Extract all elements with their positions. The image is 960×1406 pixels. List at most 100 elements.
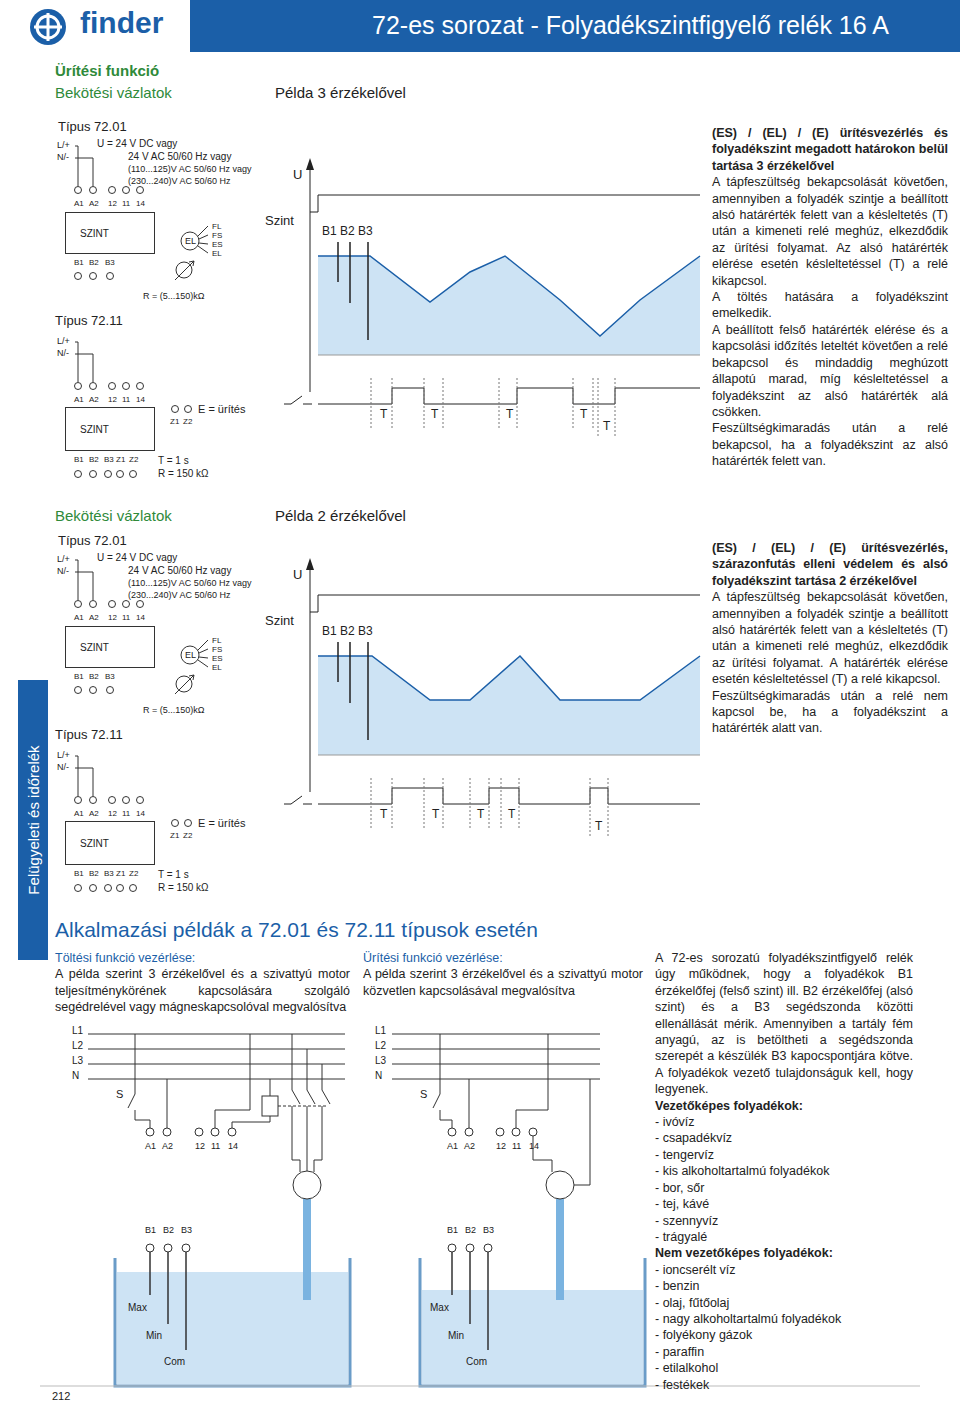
drawing-polygon [318, 656, 700, 755]
drawing-circle [90, 383, 97, 390]
diagram-label: B3 [104, 869, 114, 878]
diagram-label: 12 [496, 1141, 506, 1151]
diagram-label: 11 [122, 809, 130, 818]
list-heading: Nem vezetőképes folyadékok: [655, 1245, 913, 1261]
drawing-path [371, 778, 608, 836]
diagram-label: A1 [74, 613, 84, 622]
list-item: - szennyvíz [655, 1213, 913, 1229]
drawing-circle [176, 262, 192, 278]
drawing-circle [146, 1244, 154, 1252]
diagram-label: EL [185, 650, 196, 660]
relay-box: SZINT [65, 407, 155, 451]
page-title: 72-es sorozat - Folyadékszintfigyelő rel… [372, 11, 889, 40]
body-paragraph: A 72-es sorozatú folyadékszintfigyelő re… [655, 950, 913, 1098]
drawing-path [338, 242, 368, 340]
subheading: Ürítési funkció vezérlése: [363, 950, 643, 966]
diagram-label: 11 [211, 1141, 220, 1151]
drawing-circle [293, 1171, 321, 1199]
tab-text: Felügyeleti és időrelék [25, 745, 42, 894]
diagram-label: S [420, 1088, 427, 1101]
drawing-circle [182, 1244, 190, 1252]
drawing-circle [123, 187, 130, 194]
drawing-path [420, 1258, 645, 1386]
drawing-circle [107, 273, 114, 280]
list-item: - benzin [655, 1278, 913, 1294]
diagram-label: B3 [181, 1225, 192, 1235]
body-paragraph: A tápfeszültség bekapcsolását követően, … [712, 174, 948, 289]
drawing-rect [422, 1290, 643, 1384]
diagram-label: Z1 [116, 455, 125, 464]
diagram-label: L3 [72, 1055, 83, 1067]
drawing-path [318, 355, 700, 356]
diagram-label: T [506, 408, 513, 422]
diagram-label: Max [430, 1302, 449, 1314]
diagram-label: A2 [89, 613, 99, 622]
diagram-label: T [380, 808, 387, 822]
drawing-rect [117, 1272, 348, 1384]
diagram-label: Max [128, 1302, 147, 1314]
drawing-path [34, 13, 62, 41]
diagram-label: N/- [57, 152, 69, 162]
drawing-circle [512, 1128, 520, 1136]
drawing-path [270, 1079, 271, 1096]
drawing-circle [137, 187, 144, 194]
drawing-circle [195, 1128, 203, 1136]
diagram-label: L/+ [57, 336, 70, 346]
drawing-circle [172, 406, 179, 413]
diagram-label: U [293, 568, 302, 583]
drawing-g [88, 1034, 350, 1386]
drawing-circle [529, 1128, 537, 1136]
drawing-circle [185, 406, 192, 413]
list-item: - paraffin [655, 1344, 913, 1360]
diagram-label: Z2 [183, 417, 192, 426]
drawing-circle [163, 1128, 171, 1136]
diagram-label: 11 [122, 613, 130, 622]
list-item: - ivóvíz [655, 1114, 913, 1130]
diagram-label: ES [212, 240, 223, 249]
diagram-label: FS [212, 231, 222, 240]
drawing-g [146, 1128, 236, 1252]
diagram-label: Z1 [170, 417, 179, 426]
body-paragraph: A példa szerint 3 érzékelővel és a sziva… [363, 966, 643, 999]
drawing-path [75, 342, 93, 382]
relay-box: SZINT [65, 626, 155, 668]
diagram-label: B1 [145, 1225, 156, 1235]
drawing-g [392, 1034, 645, 1386]
diagram-label: 11 [122, 395, 130, 404]
drawing-path [433, 1034, 452, 1128]
drawing-circle [90, 471, 97, 478]
diagram-label: B2 [163, 1225, 174, 1235]
diagram-label: L1 [72, 1025, 83, 1037]
drawing-path [310, 566, 311, 792]
diagram-label: N/- [57, 566, 69, 576]
drawing-path [284, 796, 312, 804]
drawing-path [310, 166, 311, 392]
drawing-circle [90, 273, 97, 280]
drawing-circle [75, 273, 82, 280]
drawing-circle [75, 383, 82, 390]
drawing-circle [130, 471, 137, 478]
diagram-label: 12 [195, 1141, 205, 1151]
drawing-circle [109, 383, 116, 390]
drawing-path [278, 1106, 326, 1107]
diagram-label: B3 [483, 1225, 494, 1235]
diagram-label: FL [212, 222, 221, 231]
diagram-label: N/- [57, 348, 69, 358]
diagram-label: E = ürítés [198, 817, 245, 830]
list-item: - csapadékvíz [655, 1130, 913, 1146]
diagram-label: A2 [89, 809, 99, 818]
diagram-label: (110...125)V AC 50/60 Hz vagy [128, 578, 251, 588]
diagram-label: L2 [375, 1040, 386, 1052]
diagram-label: B1 [74, 455, 84, 464]
drawing-path [392, 1034, 600, 1079]
box-text: SZINT [80, 838, 109, 849]
diagram-label: 12 [108, 809, 117, 818]
diagram-label: 212 [52, 1390, 70, 1403]
diagram-label: B2 [89, 258, 99, 267]
drawing-polygon [306, 558, 314, 570]
drawing-polyline [318, 788, 700, 804]
drawing-circle [546, 1171, 574, 1199]
diagram-label: Z2 [129, 869, 138, 878]
drawing-polygon [306, 158, 314, 170]
drawing-circle [448, 1244, 456, 1252]
